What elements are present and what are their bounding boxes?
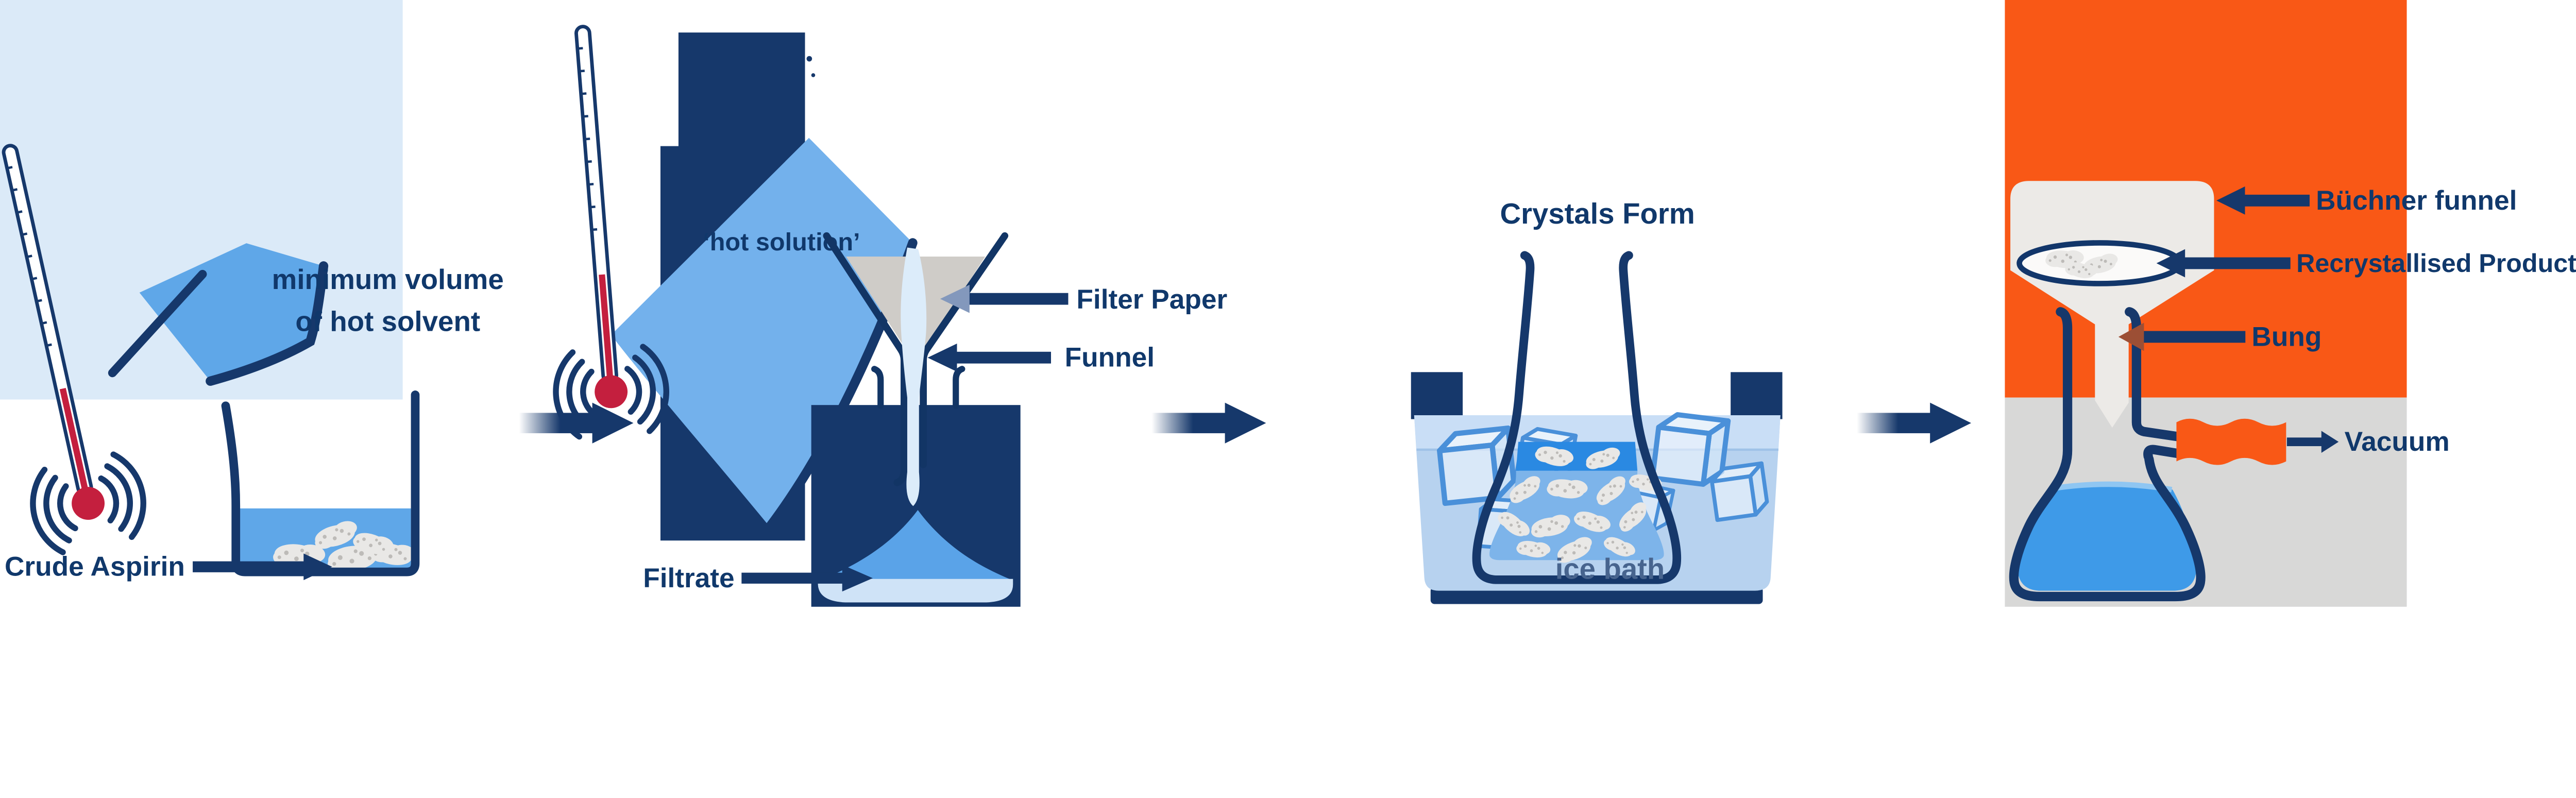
flow-arrow-2-icon — [1151, 402, 1266, 444]
recrystallised-product-icon — [2016, 240, 2183, 286]
crude-aspirin-beaker-icon — [221, 390, 420, 576]
buchner-funnel-label: Büchner funnel — [2316, 185, 2517, 216]
bath-post-right — [1731, 372, 1783, 419]
flow-arrow-3-icon — [1857, 402, 1972, 444]
vacuum-tubing-icon — [2176, 418, 2286, 465]
filtrate-arrow — [741, 565, 873, 592]
vacuum-label: Vacuum — [2345, 427, 2450, 457]
solvent-label-line2: of hot solvent — [295, 305, 480, 337]
buchner-funnel-arrow — [2216, 186, 2310, 215]
recrystallised-product-label: Recrystallised Product — [2296, 249, 2576, 278]
crystallising-flask-icon — [1472, 251, 1682, 584]
liquid-stream — [901, 247, 927, 506]
bath-post-left — [1411, 372, 1463, 419]
funnel-label: Funnel — [1065, 343, 1155, 373]
solvent-label-line1: minimum volume — [272, 263, 504, 295]
step-dissolve-panel: minimum volume of hot solvent Crude Aspi… — [0, 0, 504, 582]
step-hot-filtration-panel: ‘hot solution’ Filter Paper Funnel — [528, 22, 1227, 607]
bath-base — [1430, 586, 1763, 604]
recrystallisation-diagram: minimum volume of hot solvent Crude Aspi… — [0, 0, 2576, 607]
buchner-flask-icon — [2009, 307, 2206, 602]
bung-arrow — [2118, 322, 2246, 351]
step-vacuum-filtration-panel: Büchner funnel Recrystallised Product Bu… — [2005, 0, 2576, 607]
filtrate-label: Filtrate — [643, 563, 734, 593]
thermometer-2-icon — [528, 22, 670, 438]
filter-paper-label: Filter Paper — [1076, 284, 1227, 315]
funnel-arrow — [927, 343, 1051, 372]
pouring-beaker-icon — [108, 243, 329, 386]
vacuum-arrow — [2286, 431, 2339, 453]
filtrate-flask-icon — [818, 510, 1013, 603]
bung-label: Bung — [2251, 321, 2321, 352]
step-ice-bath-panel: Crystals Form — [1411, 197, 1783, 604]
filter-paper-arrow — [940, 284, 1069, 313]
crude-aspirin-arrow — [193, 553, 332, 581]
recrystallised-product-arrow — [2156, 249, 2291, 278]
crude-aspirin-label: Crude Aspirin — [5, 552, 185, 582]
crystals-form-label: Crystals Form — [1500, 197, 1695, 230]
ice-bath-label: ice bath — [1555, 553, 1665, 585]
